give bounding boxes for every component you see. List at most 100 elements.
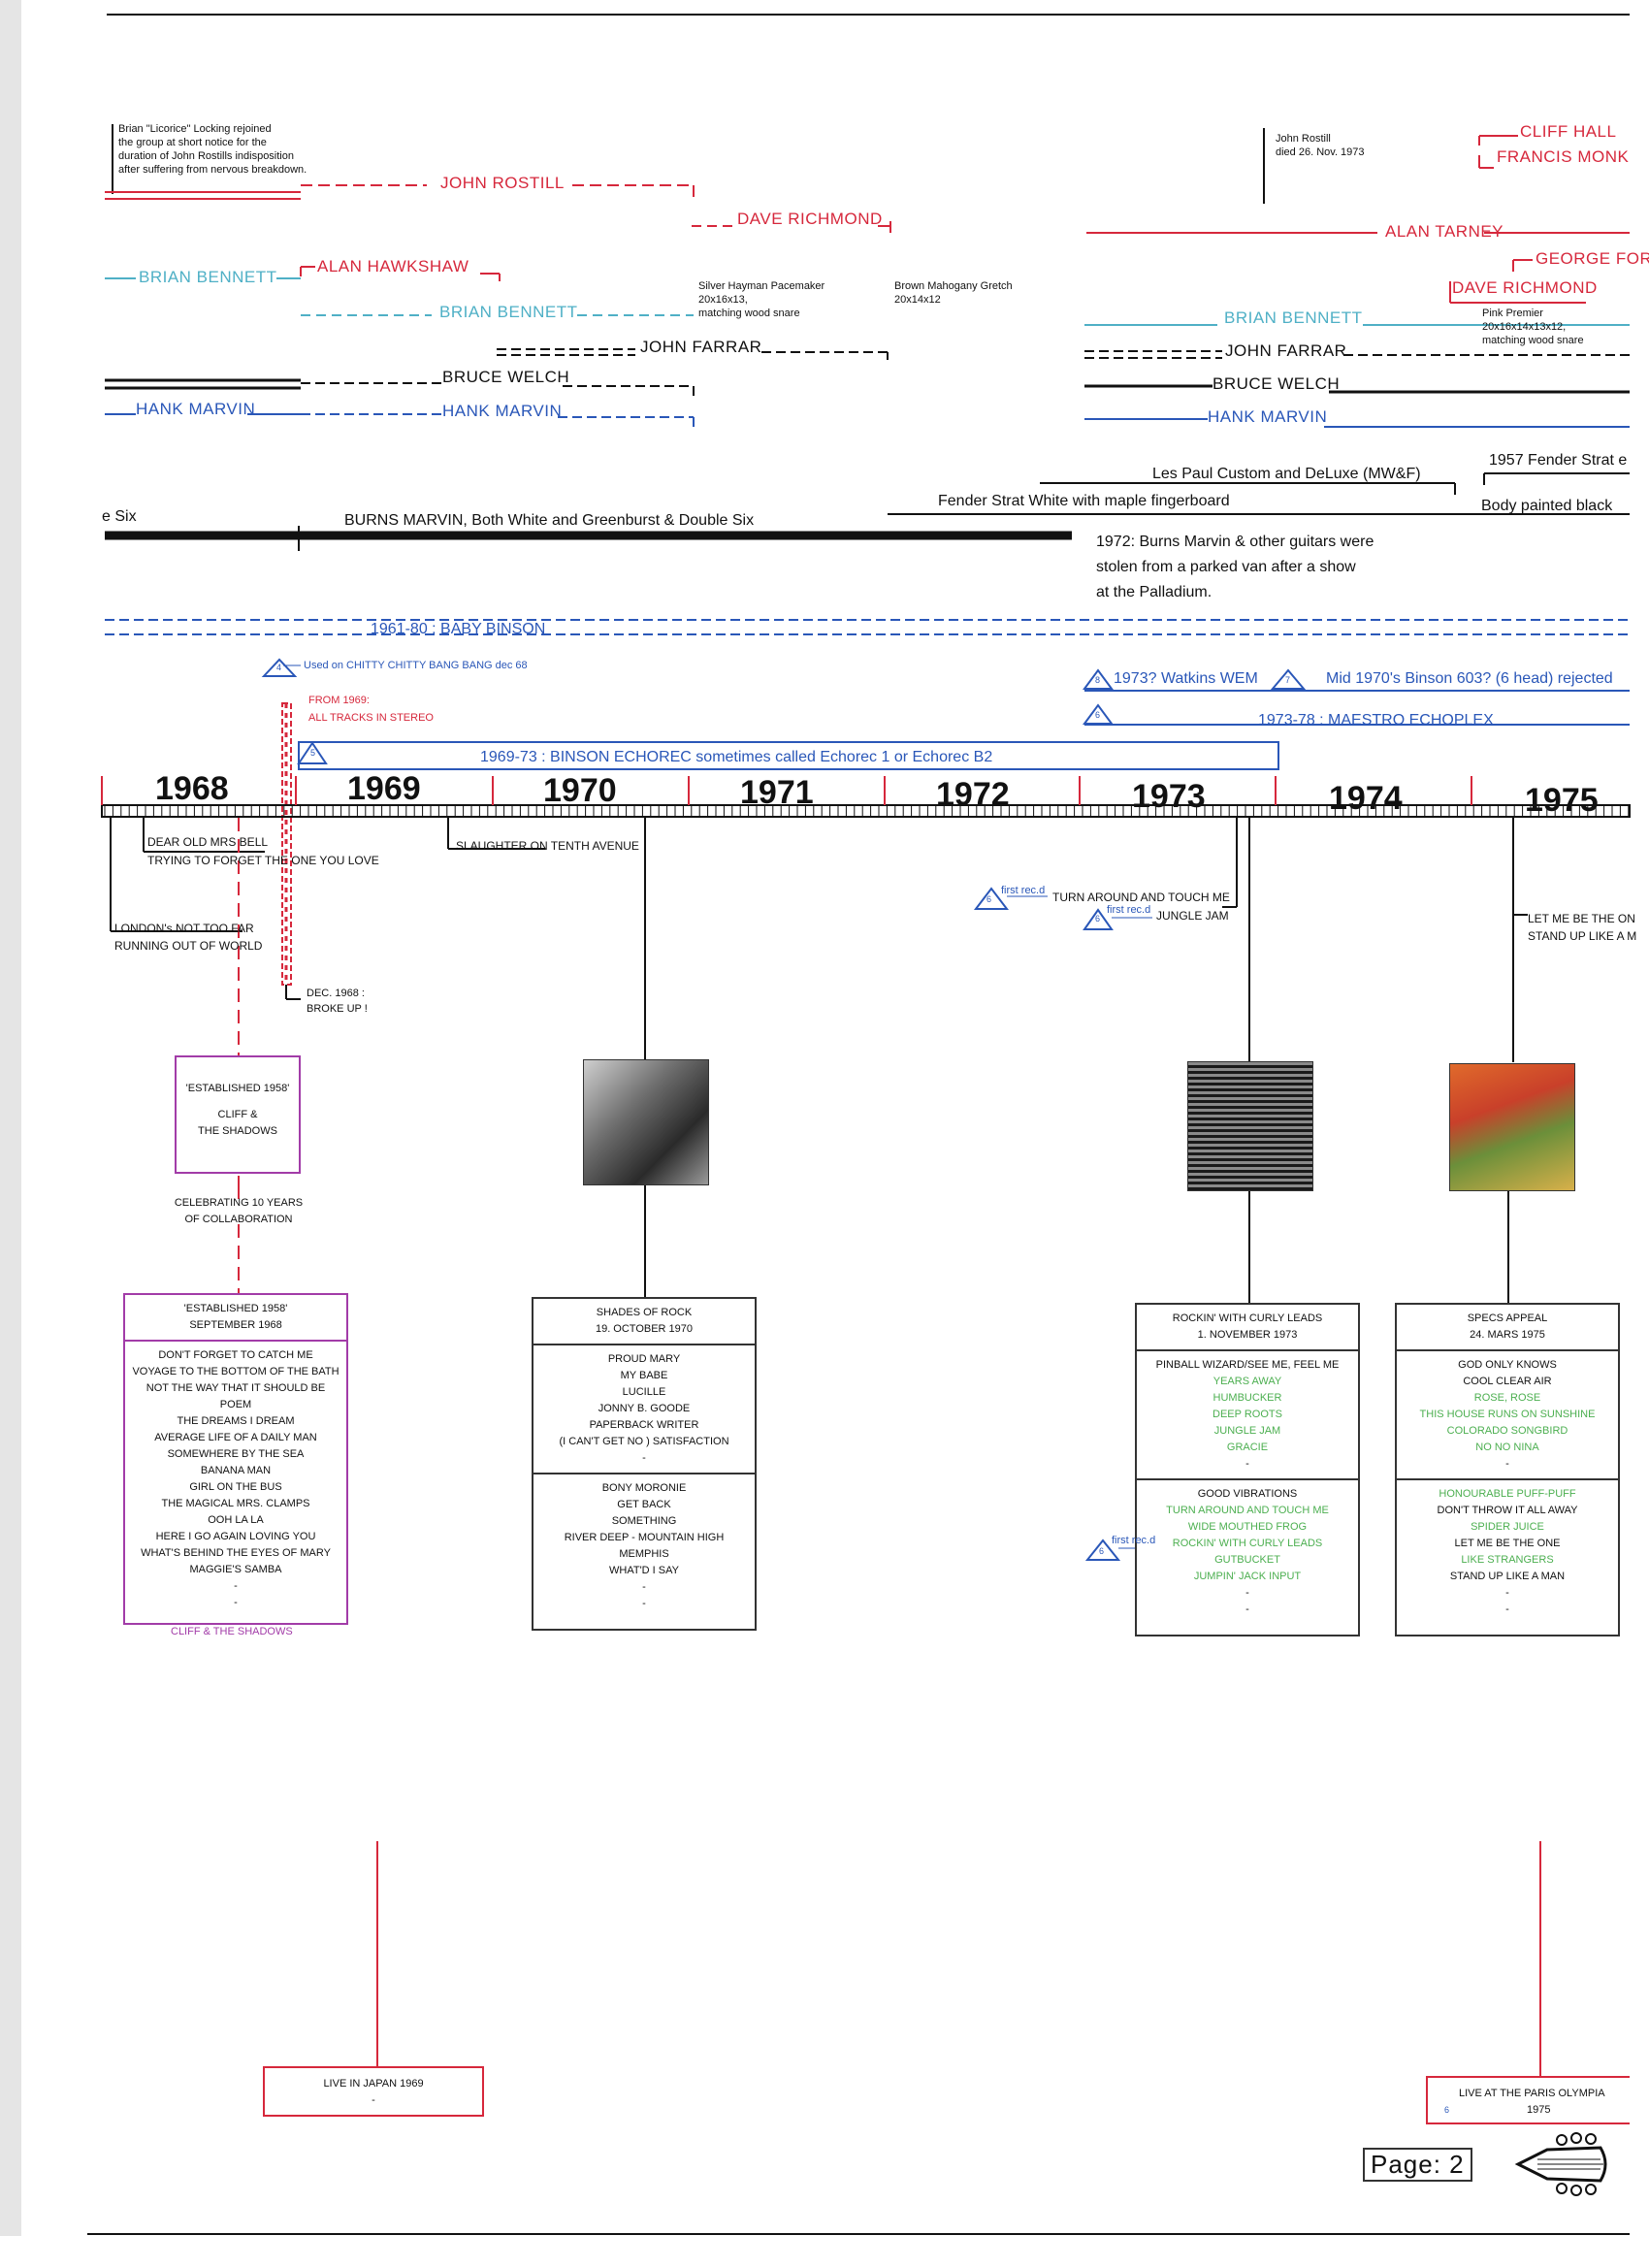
- rockin-first-rec: first rec.d: [1112, 1535, 1156, 1546]
- track-item: GIRL ON THE BUS: [189, 1481, 282, 1493]
- track-item: GET BACK: [617, 1499, 671, 1510]
- effect-watkins: 1973? Watkins WEM: [1114, 670, 1258, 687]
- member-john-farrar-1: JOHN FARRAR: [640, 338, 762, 356]
- track-item: DEEP ROOTS: [1212, 1409, 1282, 1420]
- track-item: RIVER DEEP - MOUNTAIN HIGH: [564, 1532, 725, 1543]
- year-1968: 1968: [155, 770, 229, 807]
- track-item: ROCKIN' WITH CURLY LEADS: [1172, 1538, 1323, 1549]
- single-running-out: RUNNING OUT OF WORLD: [114, 939, 263, 953]
- member-dave-richmond: DAVE RICHMOND: [737, 210, 883, 228]
- member-francis-monk: FRANCIS MONK: [1497, 147, 1630, 166]
- single-trying: TRYING TO FORGET THE ONE YOU LOVE: [147, 854, 379, 867]
- track-item: WHAT'S BEHIND THE EYES OF MARY: [141, 1547, 331, 1559]
- member-brian-bennett-2: BRIAN BENNETT: [439, 303, 578, 321]
- track-item: LUCILLE: [622, 1386, 666, 1398]
- effect-chitty: Used on CHITTY CHITTY BANG BANG dec 68: [304, 660, 528, 671]
- track-item: -: [642, 1581, 646, 1593]
- track-item: HERE I GO AGAIN LOVING YOU: [155, 1531, 316, 1542]
- single-dec1968: DEC. 1968 :: [307, 988, 365, 999]
- effect-binson603-num: 7: [1285, 675, 1291, 685]
- track-item: HUMBUCKER: [1212, 1392, 1282, 1404]
- guitar-fender-white: Fender Strat White with maple fingerboar…: [938, 493, 1230, 509]
- track-item: BONY MORONIE: [601, 1482, 687, 1494]
- track-item: DON'T FORGET TO CATCH ME: [158, 1349, 313, 1361]
- track-item: COLORADO SONGBIRD: [1446, 1425, 1568, 1437]
- year-1972: 1972: [936, 776, 1010, 813]
- effect-stereo: ALL TRACKS IN STEREO: [308, 712, 434, 724]
- track-item: -: [234, 1597, 238, 1608]
- track-item: THIS HOUSE RUNS ON SUNSHINE: [1419, 1409, 1596, 1420]
- album-specs-appeal: SPECS APPEAL 24. MARS 1975 GOD ONLY KNOW…: [1395, 1303, 1620, 1636]
- album-cover-shades-of-rock: [583, 1059, 709, 1185]
- member-george-ford: GEORGE FOR: [1536, 249, 1649, 268]
- top-rule: [107, 14, 1630, 16]
- track-item: THE MAGICAL MRS. CLAMPS: [161, 1498, 310, 1509]
- member-hank-marvin-2: HANK MARVIN: [442, 402, 563, 420]
- single-first-rec-num-2: 6: [1095, 914, 1101, 923]
- track-item: (I CAN'T GET NO ) SATISFACTION: [559, 1436, 729, 1447]
- member-hank-marvin-3: HANK MARVIN: [1208, 407, 1328, 426]
- single-londons-not: LONDON's NOT TOO FAR: [114, 922, 254, 935]
- track-item: GUTBUCKET: [1214, 1554, 1280, 1566]
- track-item: NOT THE WAY THAT IT SHOULD BE: [146, 1382, 326, 1394]
- track-item: GRACIE: [1226, 1442, 1269, 1453]
- track-item: YEARS AWAY: [1212, 1376, 1282, 1387]
- track-item: SOMETHING: [611, 1515, 677, 1527]
- year-1973: 1973: [1132, 778, 1206, 815]
- effect-watkins-num: 8: [1095, 675, 1101, 685]
- album-rockin-curly-leads: ROCKIN' WITH CURLY LEADS 1. NOVEMBER 197…: [1135, 1303, 1360, 1636]
- effect-echorec: 1969-73 : BINSON ECHOREC sometimes calle…: [480, 749, 993, 765]
- track-item: TURN AROUND AND TOUCH ME: [1166, 1505, 1329, 1516]
- member-alan-tarney: ALAN TARNEY: [1385, 222, 1504, 241]
- single-dear-mrs-bell: DEAR OLD MRS BELL: [147, 835, 269, 849]
- guitar-burns: BURNS MARVIN, Both White and Greenburst …: [344, 512, 755, 529]
- album-cover-rockin-curly-leads: [1187, 1061, 1313, 1191]
- live-paris-num: 6: [1444, 2105, 1450, 2115]
- single-jungle-jam: JUNGLE JAM: [1156, 909, 1229, 923]
- album-live-paris-olympia: LIVE AT THE PARIS OLYMPIA 1975: [1426, 2076, 1630, 2124]
- member-brian-bennett-3: BRIAN BENNETT: [1224, 308, 1363, 327]
- album-live-in-japan: LIVE IN JAPAN 1969 -: [263, 2066, 484, 2117]
- year-1971: 1971: [740, 774, 814, 811]
- track-item: WHAT'D I SAY: [609, 1565, 679, 1576]
- single-first-rec-2: first rec.d: [1107, 904, 1151, 916]
- page-number: Page: 2: [1363, 2148, 1472, 2182]
- effect-from-1969: FROM 1969:: [308, 695, 370, 706]
- album-established-credit: CLIFF & THE SHADOWS: [171, 1626, 293, 1637]
- single-stand-up: STAND UP LIKE A M: [1528, 929, 1637, 943]
- member-alan-hawkshaw: ALAN HAWKSHAW: [317, 257, 469, 275]
- member-bruce-welch-2: BRUCE WELCH: [1212, 374, 1341, 393]
- single-first-rec-1: first rec.d: [1001, 885, 1046, 896]
- effect-maestro-num: 6: [1095, 710, 1101, 720]
- track-item: -: [642, 1598, 646, 1609]
- track-item: JUNGLE JAM: [1213, 1425, 1281, 1437]
- guitar-e-six: e Six: [102, 508, 137, 525]
- track-item: PROUD MARY: [607, 1353, 681, 1365]
- member-dave-richmond-2: DAVE RICHMOND: [1452, 278, 1598, 297]
- track-item: -: [234, 1580, 238, 1592]
- track-item: JUMPIN' JACK INPUT: [1193, 1571, 1302, 1582]
- track-item: NO NO NINA: [1475, 1442, 1539, 1453]
- track-item: POEM: [219, 1399, 252, 1410]
- track-item: AVERAGE LIFE OF A DAILY MAN: [154, 1432, 317, 1443]
- single-let-me-be: LET ME BE THE ON: [1528, 912, 1635, 925]
- guitar-headstock-icon: [1514, 2132, 1607, 2196]
- track-item: JONNY B. GOODE: [598, 1403, 691, 1414]
- single-turn-around: TURN AROUND AND TOUCH ME: [1052, 891, 1230, 904]
- guitar-body-black: Body painted black: [1481, 498, 1613, 514]
- rockin-first-rec-num: 6: [1099, 1546, 1105, 1556]
- scan-edge: [0, 0, 21, 2236]
- year-1970: 1970: [543, 772, 617, 809]
- effect-baby-binson: 1961-80 : BABY BINSON: [371, 621, 546, 637]
- single-first-rec-num: 6: [986, 894, 992, 904]
- album-shades-of-rock: SHADES OF ROCK 19. OCTOBER 1970 PROUD MA…: [532, 1297, 757, 1631]
- track-item: BANANA MAN: [200, 1465, 272, 1476]
- track-item: MY BABE: [620, 1370, 668, 1381]
- year-1974: 1974: [1329, 780, 1403, 817]
